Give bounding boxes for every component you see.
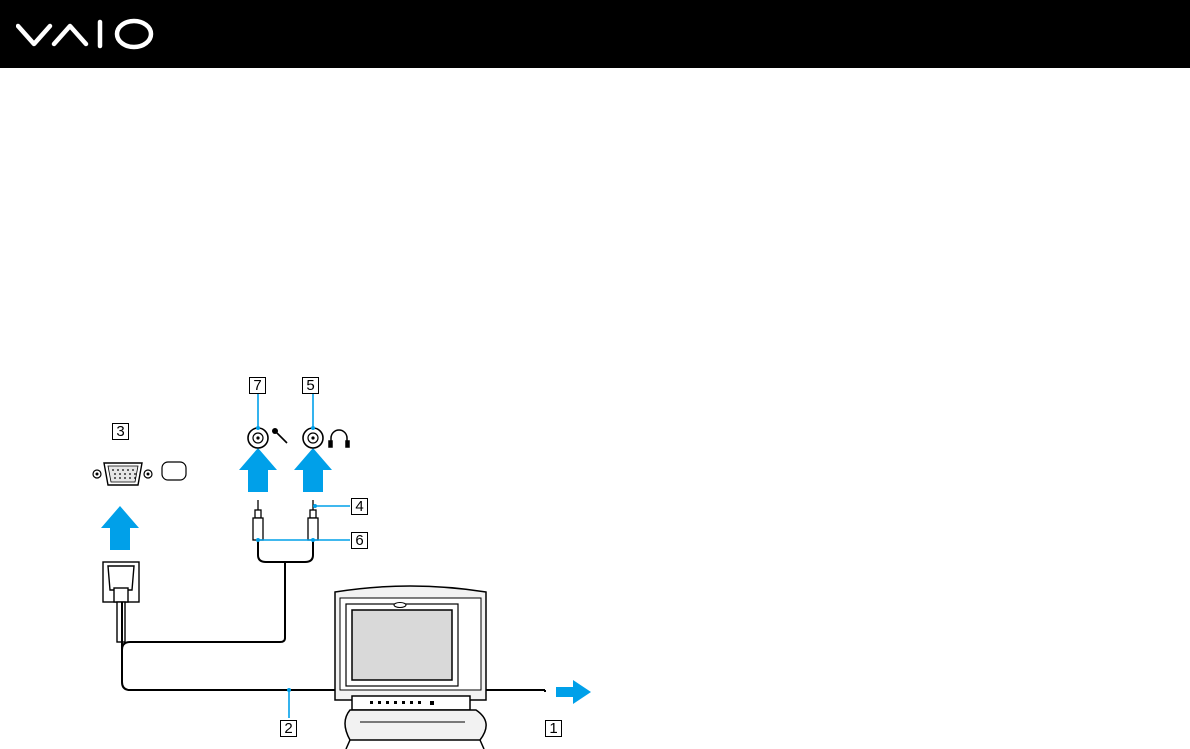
vga-port-icon — [93, 463, 152, 485]
headphones-icon — [329, 430, 349, 447]
microphone-jack-icon — [248, 428, 268, 448]
power-arrow — [556, 680, 591, 704]
headphone-jack-icon — [303, 428, 323, 448]
mic-arrow — [239, 448, 277, 492]
vga-arrow — [101, 506, 139, 550]
callout-4: 4 — [351, 498, 368, 515]
callout-2: 2 — [280, 720, 297, 737]
display-monitor-icon — [335, 586, 486, 749]
callout-1: 1 — [545, 720, 562, 737]
audio-plug-icon — [253, 500, 318, 540]
callout-5: 5 — [302, 377, 319, 394]
callout-3: 3 — [112, 423, 129, 440]
callout-7: 7 — [249, 377, 266, 394]
monitor-symbol-icon — [162, 462, 186, 480]
callout-6: 6 — [351, 532, 368, 549]
microphone-icon — [272, 428, 287, 443]
headphone-arrow — [294, 448, 332, 492]
